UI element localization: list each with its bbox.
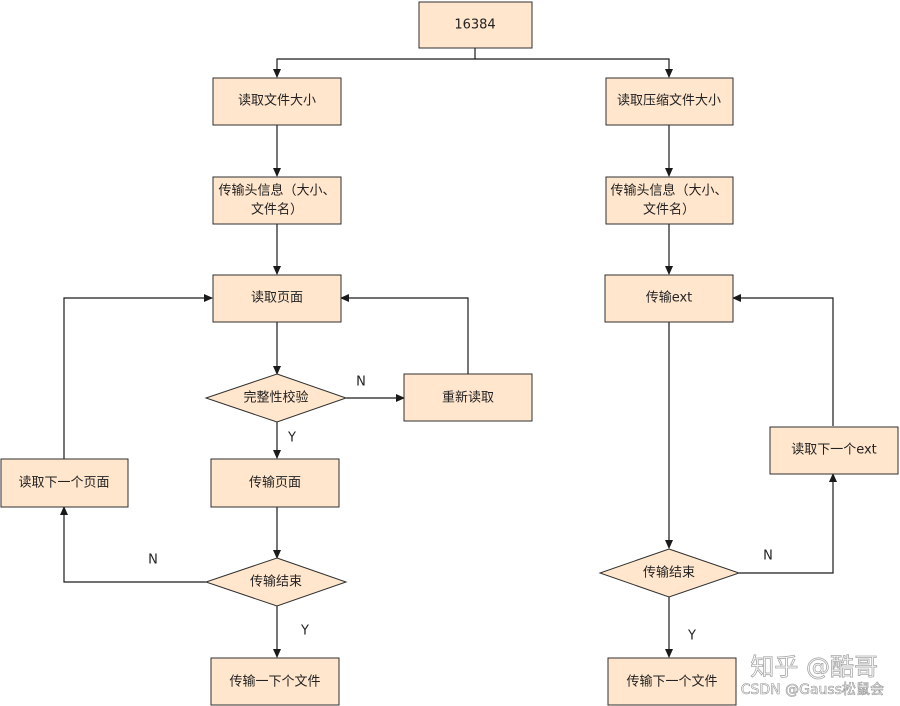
label-read-next-ext: 读取下一个ext — [791, 443, 877, 458]
node-reread — [403, 373, 533, 422]
label-send-header-right-line1: 传输头信息（大小、 — [610, 183, 727, 199]
node-labels: 16384 读取文件大小 传输头信息（大小、 文件名） 读取页面 完整性校验 重… — [18, 18, 876, 690]
edge-reread-to-read-page — [340, 294, 469, 374]
label-start: 16384 — [454, 18, 495, 33]
label-send-header-left-line2: 文件名） — [251, 202, 303, 218]
edge-label-check-yes: Y — [287, 431, 296, 446]
node-read-compressed-size — [605, 77, 734, 126]
label-read-file-size: 读取文件大小 — [238, 94, 316, 109]
watermark-zhihu: 知乎 @酷哥 — [750, 653, 878, 681]
label-send-next-file-right: 传输下一个文件 — [626, 674, 717, 690]
node-read-next-page — [0, 458, 129, 508]
edge-label-end-left-no: N — [148, 553, 158, 568]
label-send-page: 传输页面 — [249, 475, 301, 491]
label-send-ext: 传输ext — [646, 290, 693, 306]
node-send-header-left — [212, 176, 342, 225]
node-send-header-right — [605, 176, 734, 225]
node-send-end-right — [598, 548, 741, 598]
edge-labels: N Y N Y N Y — [148, 375, 773, 644]
label-send-next-file-left: 传输一下个文件 — [229, 674, 320, 690]
label-read-compressed-size: 读取压缩文件大小 — [617, 93, 721, 109]
edge-label-check-no: N — [356, 375, 366, 390]
label-read-page: 读取页面 — [251, 291, 303, 306]
edge-label-end-right-no: N — [763, 549, 773, 564]
node-send-next-file-right — [607, 657, 737, 706]
edge-end-left-to-read-next-page — [60, 506, 206, 583]
edge-end-right-to-read-next-ext — [739, 473, 837, 574]
label-send-header-right-line2: 文件名） — [643, 202, 695, 218]
edge-start-to-read-file-size — [273, 48, 476, 78]
edge-label-end-left-yes: Y — [300, 624, 309, 639]
node-read-next-ext — [769, 426, 899, 475]
label-integrity-check: 完整性校验 — [243, 390, 308, 406]
node-integrity-check — [204, 373, 348, 423]
node-send-next-file-left — [210, 657, 340, 706]
node-read-page — [212, 274, 342, 323]
node-send-page — [210, 458, 340, 508]
node-send-end-left — [204, 557, 348, 607]
label-send-header-left-line1: 传输头信息（大小、 — [218, 183, 335, 199]
node-read-file-size — [212, 77, 342, 126]
edges — [60, 48, 837, 658]
watermark: 知乎 @酷哥 CSDN @Gauss松鼠会 — [740, 653, 884, 699]
label-reread: 重新读取 — [442, 390, 494, 406]
label-send-end-left: 传输结束 — [250, 574, 302, 590]
edge-read-next-ext-to-send-ext — [732, 294, 834, 426]
label-send-end-right: 传输结束 — [643, 565, 695, 581]
watermark-csdn: CSDN @Gauss松鼠会 — [741, 682, 884, 698]
label-read-next-page: 读取下一个页面 — [18, 476, 109, 491]
node-send-ext — [604, 274, 734, 323]
edge-read-next-page-to-read-page — [63, 294, 213, 459]
edge-start-to-read-compressed-size — [475, 58, 673, 78]
edge-label-end-right-yes: Y — [687, 629, 696, 644]
node-start — [418, 1, 533, 49]
